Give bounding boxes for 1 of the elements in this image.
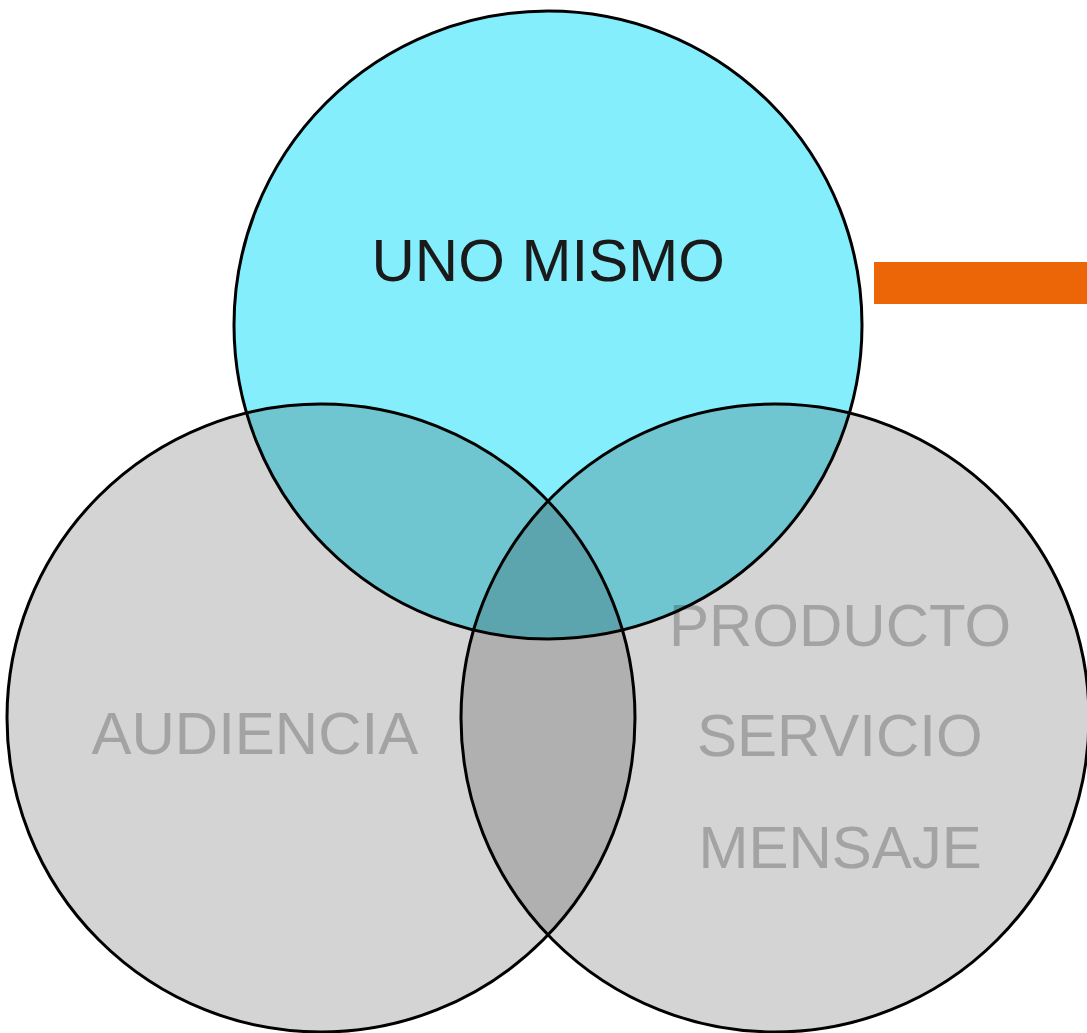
circle-label: UNO MISMO [371, 225, 725, 295]
